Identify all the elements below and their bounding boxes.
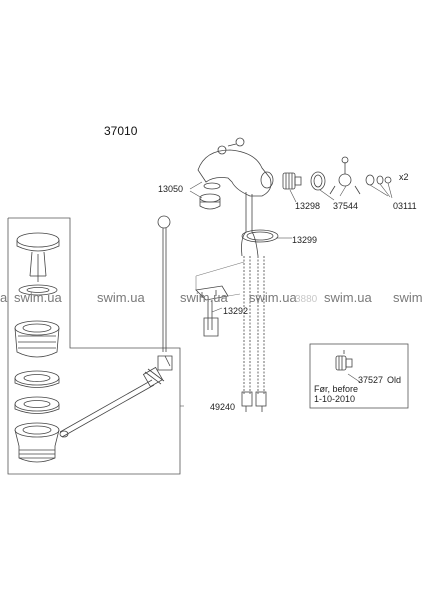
popup-rod-icon	[59, 366, 165, 438]
washer-lower-icon	[14, 396, 60, 414]
note-line-2: 1-10-2010	[314, 394, 356, 404]
assembly-guide-lines	[195, 261, 245, 297]
part-label-49240: 49240	[210, 402, 236, 412]
watermark-1: a	[0, 290, 8, 305]
model-number: 37010	[104, 124, 138, 138]
watermark-4: swim.ua	[180, 290, 228, 305]
quantity-label: x2	[399, 172, 409, 182]
faucet-body-icon	[197, 137, 274, 232]
screw-cap-icon	[365, 174, 392, 186]
lift-rod-icon	[157, 215, 173, 371]
note-line-1: Før, before	[314, 384, 359, 394]
watermark-faint: 3880	[295, 294, 318, 305]
drain-body-icon	[14, 320, 60, 358]
watermark-2: swim.ua	[14, 290, 62, 305]
watermark-5: swim.ua	[249, 290, 297, 305]
part-label-13292: 13292	[223, 306, 249, 316]
old-label: Old	[387, 375, 402, 385]
part-label-03111: 03111	[393, 201, 417, 211]
old-cartridge-icon	[335, 350, 353, 371]
part-label-13299: 13299	[292, 235, 318, 245]
aerator-icon	[199, 182, 221, 210]
washer-upper-icon	[14, 370, 60, 388]
part-label-37544: 37544	[333, 201, 359, 211]
drain-assembly-outline	[7, 217, 181, 475]
old-version-callout-frame	[309, 343, 409, 409]
lift-cable-icon	[241, 231, 259, 257]
part-label-37527: 37527	[358, 375, 384, 385]
part-label-13050: 13050	[158, 184, 184, 194]
leader-lines	[180, 181, 393, 407]
drain-plug-icon	[16, 232, 60, 296]
base-gasket-icon	[241, 229, 279, 243]
part-label-13298: 13298	[295, 201, 321, 211]
watermark-3: swim.ua	[97, 290, 145, 305]
watermark-6: swim.ua	[324, 290, 372, 305]
collar-nut-icon	[310, 171, 326, 191]
flex-hoses-icon	[241, 256, 267, 412]
handle-icon	[329, 156, 361, 195]
cartridge-icon	[282, 172, 302, 190]
watermark-7: swim	[393, 290, 423, 305]
drain-tailpiece-icon	[14, 422, 60, 463]
